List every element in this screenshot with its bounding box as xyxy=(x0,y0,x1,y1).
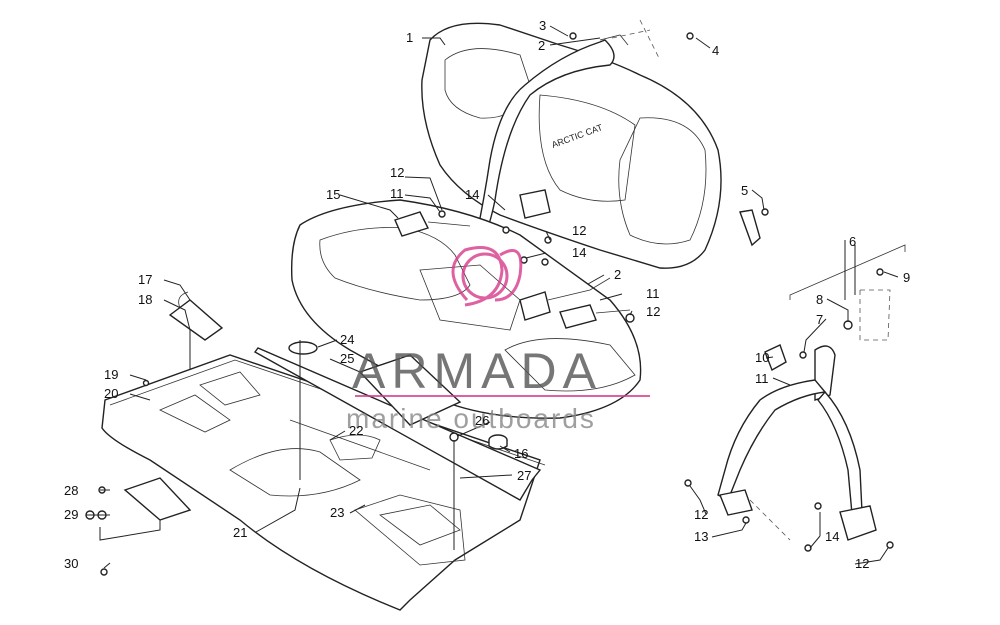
callout-16: 16 xyxy=(514,446,528,461)
callout-12-lower-left: 12 xyxy=(694,507,708,522)
callout-15: 15 xyxy=(326,187,340,202)
callout-12-upper: 12 xyxy=(390,165,404,180)
callout-11-right: 11 xyxy=(755,371,769,386)
leader-lines xyxy=(86,25,899,569)
callout-9: 9 xyxy=(903,270,910,285)
callout-20: 20 xyxy=(104,386,118,401)
rubber-bumper xyxy=(488,434,508,450)
callout-30: 30 xyxy=(64,556,78,571)
callout-8: 8 xyxy=(816,292,823,307)
watermark-logo-icon xyxy=(451,246,523,307)
callout-3: 3 xyxy=(539,18,546,33)
callout-6: 6 xyxy=(849,234,856,249)
callout-12-lower-right: 12 xyxy=(855,556,869,571)
callout-2-mid: 2 xyxy=(614,267,621,282)
callout-14-mid: 14 xyxy=(572,245,586,260)
watermark-brand: ARMADA xyxy=(352,343,602,399)
callout-13: 13 xyxy=(694,529,708,544)
lower-bracket xyxy=(85,379,192,576)
callout-18: 18 xyxy=(138,292,152,307)
callout-5: 5 xyxy=(741,183,748,198)
callout-10: 10 xyxy=(755,350,769,365)
shoulder-belt-assembly xyxy=(684,244,906,552)
callout-19: 19 xyxy=(104,367,118,382)
callout-27: 27 xyxy=(517,468,531,483)
callout-2-top: 2 xyxy=(538,38,545,53)
watermark: ARMADA marine outboards xyxy=(346,246,650,434)
callout-12-mid: 12 xyxy=(572,223,586,238)
watermark-tagline: marine outboards xyxy=(346,403,596,434)
callout-25: 25 xyxy=(340,351,354,366)
callout-1: 1 xyxy=(406,30,413,45)
washer xyxy=(449,432,459,442)
callout-24: 24 xyxy=(340,332,354,347)
callout-14-upper: 14 xyxy=(465,187,479,202)
callout-29: 29 xyxy=(64,507,78,522)
callout-4: 4 xyxy=(712,43,719,58)
callout-11-mid: 11 xyxy=(646,286,660,301)
callout-23: 23 xyxy=(330,505,344,520)
callout-14-right: 14 xyxy=(825,529,839,544)
lap-belt-left xyxy=(394,189,631,329)
seat-backrest: ARCTIC CAT xyxy=(421,22,722,269)
round-pad xyxy=(288,341,318,355)
latch-bracket xyxy=(168,291,224,341)
callout-17: 17 xyxy=(138,272,152,287)
callout-labels: 1 2 3 4 5 6 9 8 7 10 11 12 13 14 12 12 1… xyxy=(64,18,910,571)
callout-12-right: 12 xyxy=(646,304,660,319)
shoulder-belt xyxy=(475,19,661,241)
callout-11-upper: 11 xyxy=(390,186,404,201)
callout-26: 26 xyxy=(475,413,489,428)
callout-22: 22 xyxy=(349,423,363,438)
rubber-strip xyxy=(253,347,542,501)
callout-7: 7 xyxy=(816,312,823,327)
callout-28: 28 xyxy=(64,483,78,498)
access-panel xyxy=(358,354,462,426)
seat-cushion xyxy=(290,199,642,419)
callout-21: 21 xyxy=(233,525,247,540)
